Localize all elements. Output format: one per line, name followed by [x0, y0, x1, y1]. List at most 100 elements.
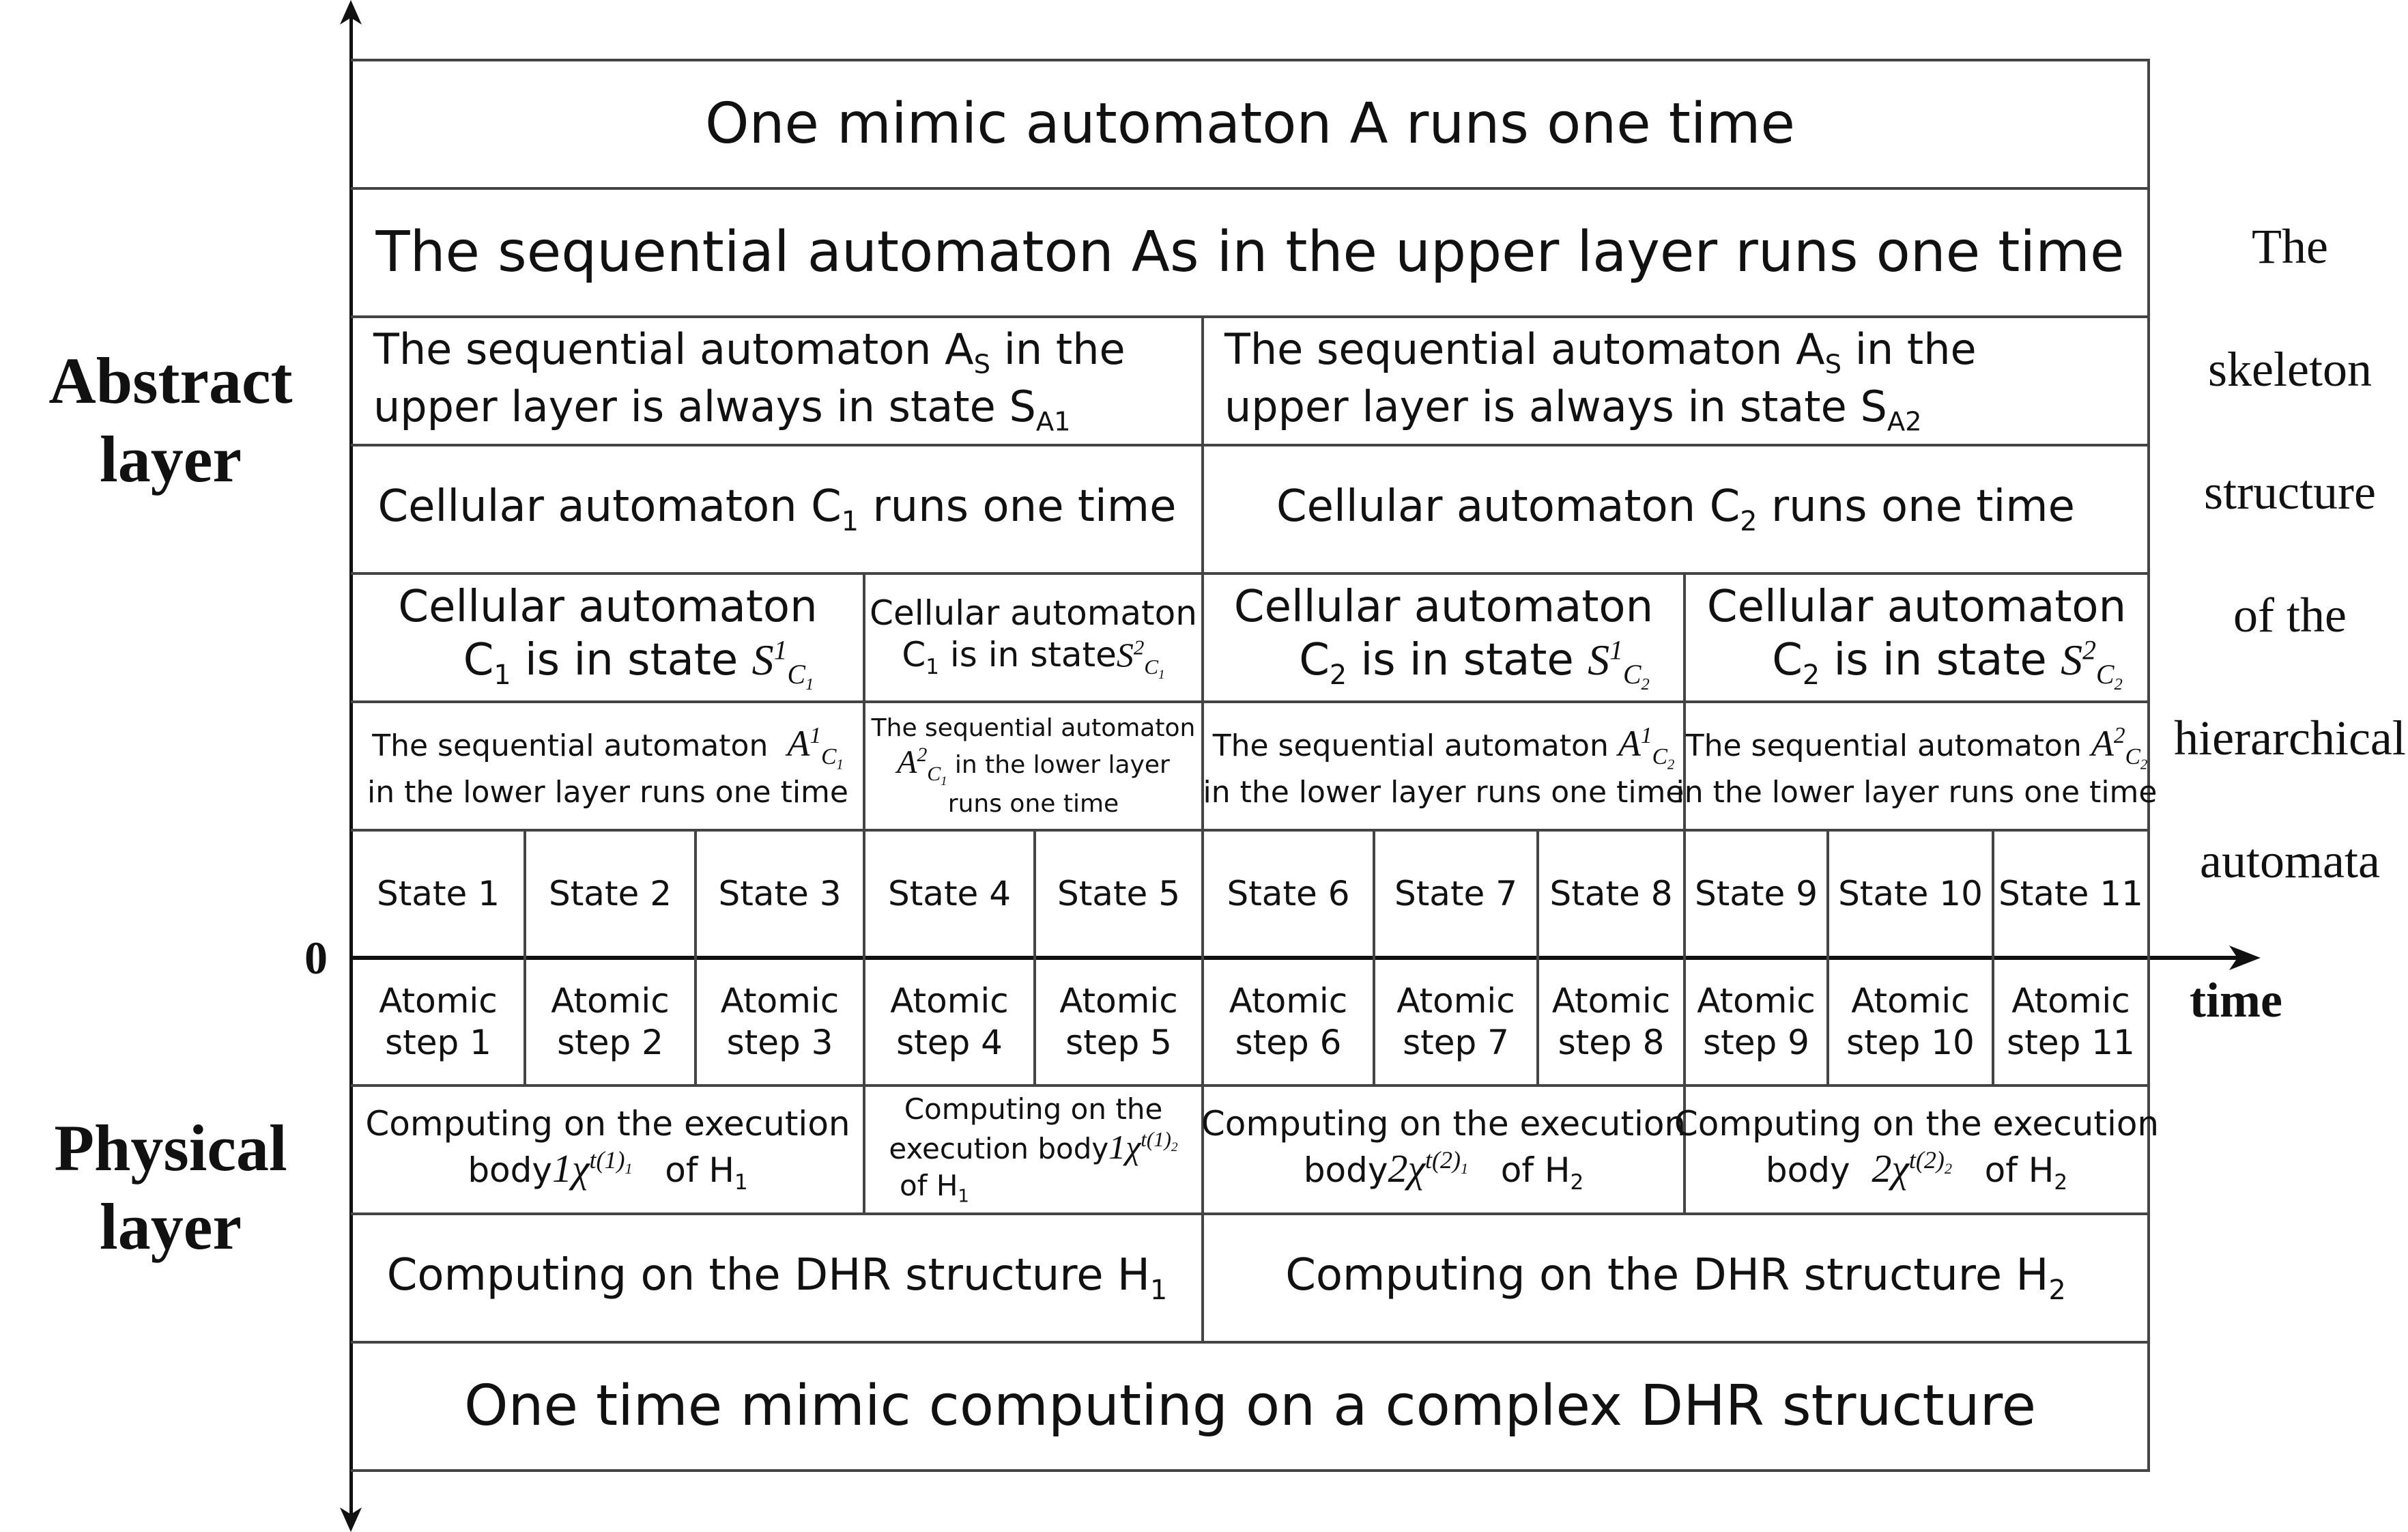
state-cell-10: State 10	[1838, 873, 1983, 913]
row-mimic-automaton: One mimic automaton A runs one time	[353, 61, 2147, 187]
row-mimic-computing: One time mimic computing on a complex DH…	[353, 1344, 2147, 1469]
skeleton-label-line3: structure	[2204, 465, 2376, 520]
physical-layer-label-line2: layer	[100, 1190, 242, 1264]
cellular-state-2-symbol: S2C1	[1116, 635, 1165, 682]
state-cell-5: State 5	[1057, 873, 1181, 913]
grid-v-q3-upper	[1683, 572, 1686, 959]
grid-h-8	[351, 1084, 2150, 1087]
execution-body-2-body: execution body	[889, 1132, 1109, 1166]
lower-sequential-2-line2: in the lower layer	[954, 751, 1170, 780]
cellular-runs-1-sub: 1	[841, 506, 859, 538]
lower-sequential-1-line2: in the lower layer runs one time	[367, 774, 848, 810]
lower-sequential-4-line1: The sequential automaton	[1685, 728, 2082, 763]
upper-state-1-line1: The sequential automaton A	[373, 324, 974, 374]
skeleton-label-line6: automata	[2200, 834, 2380, 888]
execution-body-3-line1: Computing on the execution	[1201, 1104, 1687, 1144]
execution-body-4-of: of H	[1984, 1150, 2054, 1191]
lower-sequential-2-line1: The sequential automaton	[871, 713, 1196, 742]
cellular-runs-cell-2: Cellular automaton C2 runs one time	[1204, 446, 2147, 572]
execution-body-1-of-sub: 1	[734, 1170, 748, 1195]
grid-v-half-lower	[1201, 957, 1204, 1344]
cellular-state-3-c: C	[1299, 634, 1330, 685]
lower-sequential-1-line1: The sequential automaton	[372, 728, 769, 763]
grid-h-3	[351, 444, 2150, 446]
cellular-state-1-c-sub: 1	[493, 659, 511, 691]
state-cell-1: State 1	[376, 873, 500, 913]
cellular-state-2-tail: is in state	[938, 634, 1117, 675]
execution-body-cell-4: Computing on the execution body 2χt(2)2 …	[1674, 1087, 2159, 1212]
cellular-state-2-line1: Cellular automaton	[870, 593, 1197, 633]
grid-h-4	[351, 572, 2150, 575]
execution-body-1-symbol: 1χt(1)1	[551, 1146, 633, 1191]
cellular-state-4-c: C	[1772, 634, 1803, 685]
physical-layer-label: Physical layer	[27, 1109, 314, 1266]
cellular-state-4-tail: is in state	[1820, 634, 2061, 685]
physical-layer-label-line1: Physical	[54, 1111, 287, 1185]
time-axis	[351, 956, 2244, 960]
cellular-state-3-c-sub: 2	[1329, 659, 1347, 691]
vertical-axis	[349, 12, 353, 1520]
cellular-state-4-symbol: S2C2	[2061, 635, 2123, 694]
grid-v-col-5	[1033, 829, 1036, 1087]
lower-sequential-3-line2: in the lower layer runs one time	[1203, 774, 1685, 810]
cellular-state-1-symbol: S1C1	[751, 635, 814, 694]
lower-sequential-2-line3: runs one time	[947, 789, 1119, 818]
grid-v-col-10	[1826, 829, 1829, 1087]
grid-h-10	[351, 1341, 2150, 1344]
cellular-state-2-c-sub: 1	[926, 654, 939, 679]
cellular-state-1-tail: is in state	[511, 634, 752, 685]
upper-state-2-line2: upper layer is always in state S	[1224, 382, 1887, 431]
mimic-automaton-text: One mimic automaton A runs one time	[704, 91, 1796, 156]
cellular-runs-1-pre: Cellular automaton C	[377, 481, 842, 533]
upper-state-1-line1-tail: in the	[990, 324, 1126, 374]
execution-body-4-line1: Computing on the execution	[1674, 1104, 2160, 1144]
cellular-state-cell-2: Cellular automaton C1 is in stateS2C1	[865, 575, 1201, 700]
dhr-structure-2-sub: 2	[2048, 1275, 2066, 1307]
cellular-state-4-c-sub: 2	[1802, 659, 1820, 691]
upper-state-cell-2: The sequential automaton AS in the upper…	[1204, 318, 2147, 444]
grid-h-top	[351, 59, 2150, 61]
time-axis-arrow-right-icon	[2229, 946, 2261, 970]
upper-state-1-line2: upper layer is always in state S	[373, 382, 1036, 431]
execution-body-cell-2: Computing on the execution body1χt(1)2 o…	[865, 1087, 1201, 1212]
skeleton-label-line5: hierarchical	[2174, 711, 2406, 765]
lower-sequential-cell-2: The sequential automaton A2C1 in the low…	[865, 703, 1201, 829]
abstract-layer-label-line1: Abstract	[48, 344, 293, 417]
cellular-state-cell-1: Cellular automaton C1 is in state S1C1	[353, 575, 863, 700]
grid-v-col-11	[1992, 829, 1994, 1087]
state-cell-6: State 6	[1227, 873, 1350, 913]
cellular-state-1-line1: Cellular automaton	[398, 581, 818, 632]
cellular-runs-1-post: runs one time	[859, 481, 1177, 533]
dhr-structure-cell-2: Computing on the DHR structure H2	[1204, 1215, 2147, 1341]
state-cell-8: State 8	[1549, 873, 1673, 913]
cellular-state-2-c: C	[902, 634, 926, 675]
lower-sequential-4-symbol: A2C2	[2091, 722, 2148, 773]
upper-state-1-line1-sub: S	[973, 349, 990, 380]
grid-h-bottom	[351, 1469, 2150, 1472]
execution-body-3-of-sub: 2	[1570, 1170, 1584, 1195]
execution-body-cell-3: Computing on the execution body2χt(2)1 o…	[1201, 1087, 1687, 1212]
cellular-state-3-tail: is in state	[1347, 634, 1588, 685]
execution-body-3-of: of H	[1500, 1150, 1571, 1191]
upper-state-cell-1: The sequential automaton AS in the upper…	[353, 318, 1201, 444]
grid-h-1	[351, 187, 2150, 190]
execution-body-4-of-sub: 2	[2054, 1170, 2068, 1195]
upper-state-2-line1-tail: in the	[1841, 324, 1977, 374]
cellular-state-1-c: C	[463, 634, 494, 685]
grid-v-col-3	[694, 829, 697, 1087]
execution-body-1-of: of H	[665, 1150, 734, 1191]
lower-sequential-cell-3: The sequential automaton A1C2 in the low…	[1203, 703, 1685, 829]
grid-h-5	[351, 700, 2150, 703]
axis-origin-label: 0	[304, 932, 328, 984]
lower-sequential-2-symbol: A2C1	[897, 743, 947, 789]
skeleton-label-line4: of the	[2233, 588, 2347, 642]
